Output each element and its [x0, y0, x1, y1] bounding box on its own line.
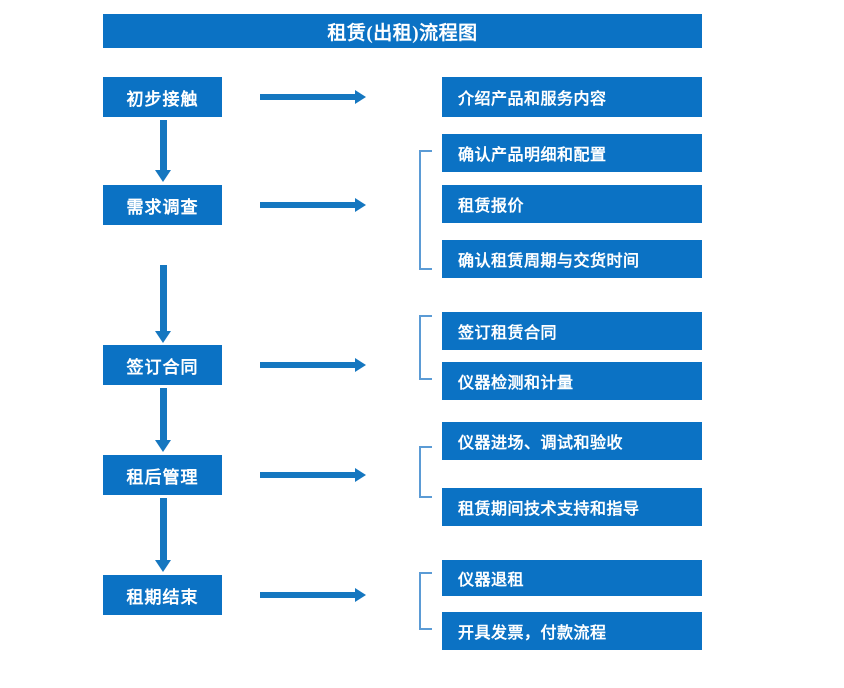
right-arrow-icon-stage5: [260, 588, 366, 602]
stage-box-zuqi-jieshu[interactable]: 租期结束: [103, 575, 222, 615]
task-box-jishu-zhichi[interactable]: 租赁期间技术支持和指导: [442, 488, 702, 526]
stage-box-zuhou-guanli[interactable]: 租后管理: [103, 455, 222, 495]
group-bracket-icon-xuqiu-diaocha: [419, 150, 432, 270]
right-arrow-icon-stage2: [260, 198, 366, 212]
down-arrow-icon-stage1-to-stage2: [155, 120, 171, 182]
group-bracket-icon-zuhou-guanli: [419, 446, 432, 498]
stage-box-qianding-hetong[interactable]: 签订合同: [103, 345, 222, 385]
task-box-qianding-zulin-hetong[interactable]: 签订租赁合同: [442, 312, 702, 350]
task-box-yiqi-tuizu[interactable]: 仪器退租: [442, 560, 702, 596]
down-arrow-icon-stage4-to-stage5: [155, 498, 171, 572]
page-title: 租赁(出租)流程图: [103, 14, 702, 48]
group-bracket-icon-zuqi-jieshu: [419, 572, 432, 630]
down-arrow-icon-stage2-to-stage3: [155, 265, 171, 343]
down-arrow-icon-stage3-to-stage4: [155, 388, 171, 452]
stage-box-chubu-jiechu[interactable]: 初步接触: [103, 77, 222, 117]
task-box-yiqi-jinchang[interactable]: 仪器进场、调试和验收: [442, 422, 702, 460]
right-arrow-icon-stage4: [260, 468, 366, 482]
task-box-queren-mingxi[interactable]: 确认产品明细和配置: [442, 134, 702, 172]
group-bracket-icon-qianding-hetong: [419, 315, 432, 380]
task-box-queren-zhouqi[interactable]: 确认租赁周期与交货时间: [442, 240, 702, 278]
stage-box-xuqiu-diaocha[interactable]: 需求调查: [103, 185, 222, 225]
task-box-zulin-baojia[interactable]: 租赁报价: [442, 185, 702, 223]
task-box-kaiju-fapiao[interactable]: 开具发票，付款流程: [442, 612, 702, 650]
right-arrow-icon-stage1: [260, 90, 366, 104]
right-arrow-icon-stage3: [260, 358, 366, 372]
task-box-yiqi-jiance[interactable]: 仪器检测和计量: [442, 362, 702, 400]
task-box-jieshao-chanpin[interactable]: 介绍产品和服务内容: [442, 77, 702, 117]
